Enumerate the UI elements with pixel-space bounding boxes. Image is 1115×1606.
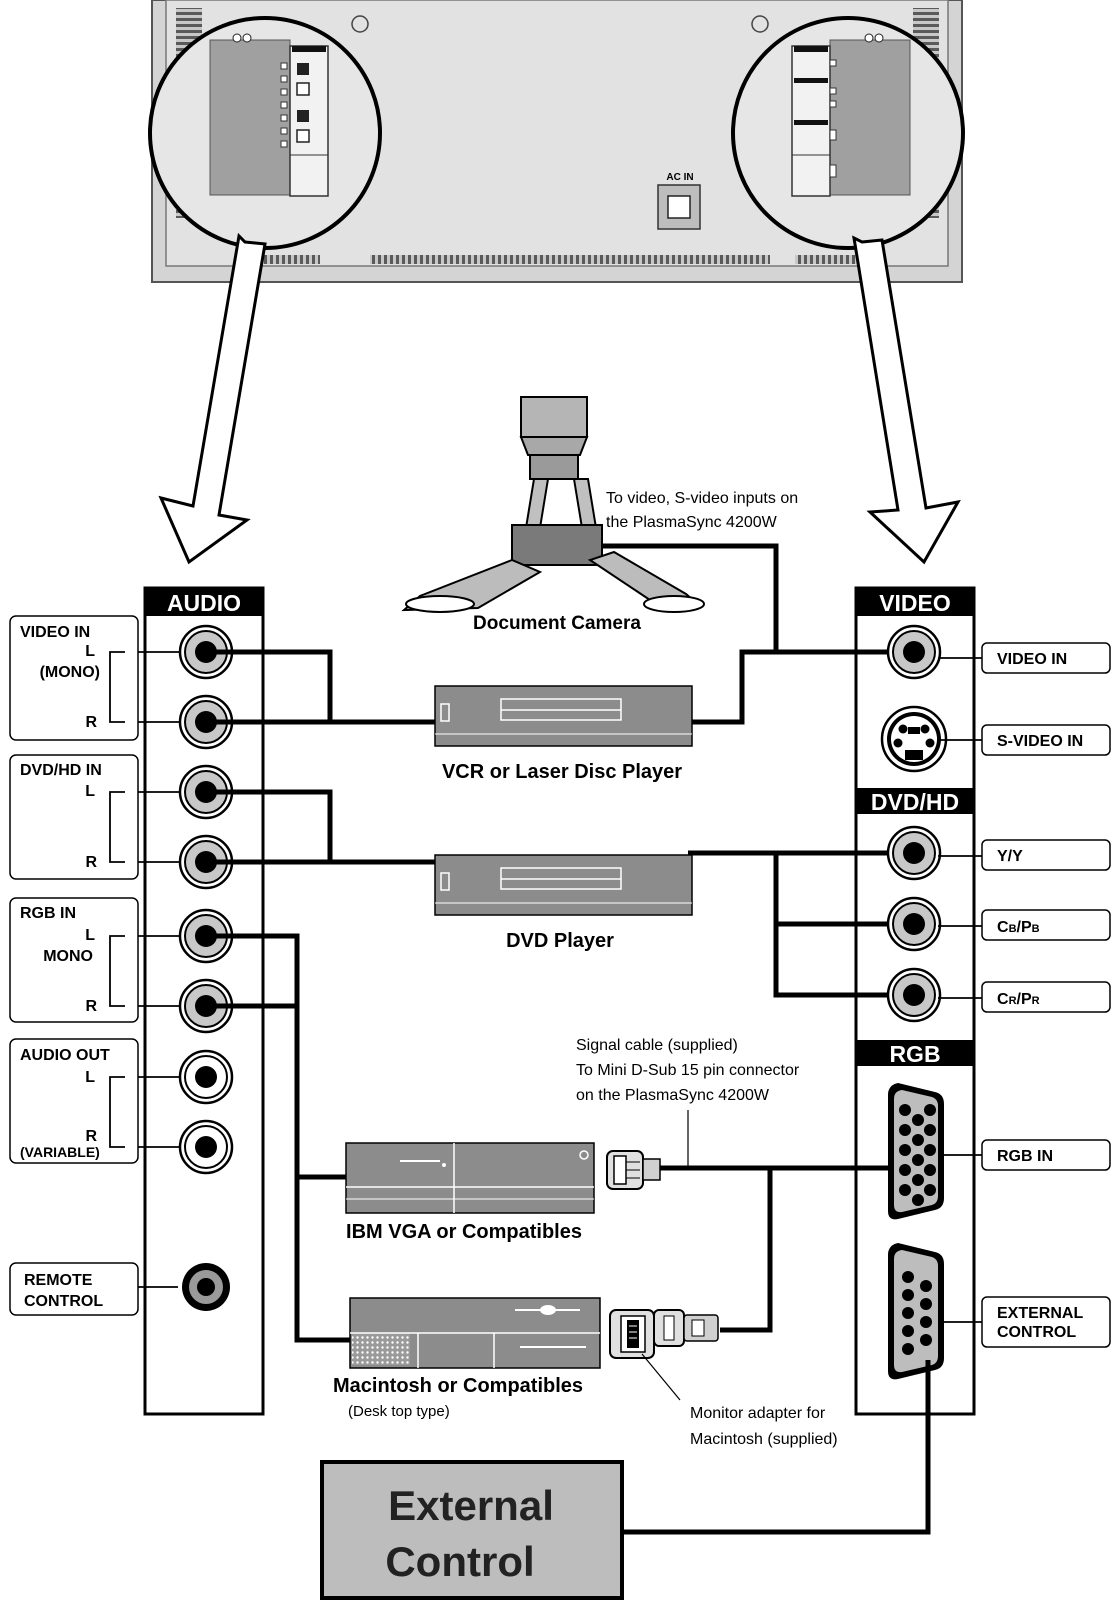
audio-label-audio-out: AUDIO OUT L R (VARIABLE) (9, 1038, 139, 1164)
cable-video-audio-l (206, 649, 333, 722)
dvd-hd-in-title: DVD/HD IN (20, 762, 102, 779)
audio-out-r: R (85, 1128, 97, 1145)
video-in-r: R (85, 714, 97, 731)
audio-label-video-in: VIDEO IN L (MONO) R (9, 615, 139, 741)
jack-s-video-in (880, 705, 948, 773)
left-zoom-circle (148, 16, 382, 250)
vcr-label: VCR or Laser Disc Player (442, 761, 682, 783)
jack-y (886, 825, 942, 881)
cable-mac-signal (720, 1168, 773, 1333)
document-camera-label: Document Camera (473, 613, 641, 634)
dvd-player-device: DVD Player (434, 854, 693, 952)
signal-note-2: To Mini D-Sub 15 pin connector (576, 1062, 800, 1079)
cable-dvd-audio-l (206, 789, 333, 862)
dvd-hd-header: DVD/HD (871, 789, 959, 815)
ibm-label: IBM VGA or Compatibles (346, 1221, 582, 1243)
external-control-box: External Control (320, 1460, 624, 1600)
jack-cr-pr (886, 967, 942, 1023)
jack-audio-out-r (178, 1119, 234, 1175)
ac-in-label: AC IN (666, 172, 693, 183)
external-control-title-2: Control (385, 1538, 534, 1585)
signal-note-1: Signal cable (supplied) (576, 1037, 738, 1054)
external-control-label-2: CONTROL (997, 1324, 1076, 1341)
vga-cable-plug (606, 1150, 661, 1190)
mac-sub-label: (Desk top type) (348, 1403, 450, 1420)
cable-rgb-audio-l (206, 933, 350, 1343)
macintosh-device: Macintosh or Compatibles (Desk top type) (333, 1297, 601, 1420)
audio-out-variable: (VARIABLE) (20, 1144, 100, 1160)
rgb-in-title: RGB IN (20, 905, 76, 922)
rgb-in-label: RGB IN (997, 1148, 1053, 1165)
external-control-label-1: EXTERNAL (997, 1305, 1083, 1322)
video-in-label: VIDEO IN (997, 651, 1067, 668)
right-zoom-circle (731, 16, 965, 250)
camera-note-1: To video, S-video inputs on (606, 490, 798, 507)
dvd-hd-in-l: L (85, 783, 95, 800)
external-control-title-1: External (388, 1482, 554, 1529)
video-in-mono: (MONO) (40, 664, 100, 681)
remote-label-1: REMOTE (24, 1272, 93, 1289)
rgb-in-mono: MONO (43, 948, 93, 965)
cable-dvd-cr (773, 924, 888, 998)
audio-label-dvd-hd-in: DVD/HD IN L R (9, 754, 139, 880)
audio-header: AUDIO (167, 590, 241, 616)
right-arrow (852, 235, 961, 565)
s-video-in-label: S-VIDEO IN (997, 733, 1083, 750)
bottom-vent (370, 255, 770, 264)
rgb-header: RGB (889, 1041, 940, 1067)
video-in-l: L (85, 643, 95, 660)
camera-note-2: the PlasmaSync 4200W (606, 514, 778, 531)
audio-out-title: AUDIO OUT (20, 1047, 110, 1064)
dvd-hd-in-r: R (85, 854, 97, 871)
audio-label-rgb-in: RGB IN L MONO R (9, 897, 139, 1023)
jack-video-in (886, 624, 942, 680)
signal-note-3: on the PlasmaSync 4200W (576, 1087, 770, 1104)
audio-label-remote-control: REMOTE CONTROL (9, 1262, 178, 1316)
video-header: VIDEO (879, 590, 951, 616)
dvd-player-label: DVD Player (506, 930, 614, 952)
rgb-in-l: L (85, 927, 95, 944)
jack-remote-control (182, 1263, 230, 1311)
external-control-connector (888, 1243, 944, 1380)
rgb-in-r: R (85, 998, 97, 1015)
cb-pb-label: CB/PB (997, 919, 1040, 936)
mac-label: Macintosh or Compatibles (333, 1375, 583, 1397)
cr-pr-label: CR/PR (997, 991, 1040, 1008)
video-in-title: VIDEO IN (20, 624, 90, 641)
ibm-pc-device: IBM VGA or Compatibles (345, 1142, 595, 1243)
video-labels: VIDEO IN S-VIDEO IN Y/Y CB/PB CR/PR RGB … (938, 642, 1111, 1348)
adapter-note-2: Macintosh (supplied) (690, 1431, 838, 1448)
mac-monitor-adapter (609, 1309, 719, 1359)
rgb-in-connector (888, 1083, 944, 1220)
cables (206, 543, 931, 1535)
cable-external-control (624, 1360, 931, 1535)
audio-out-l: L (85, 1069, 95, 1086)
document-camera: Document Camera To video, S-video inputs… (401, 396, 798, 634)
cable-camera-video (598, 543, 779, 652)
y-label: Y/Y (997, 848, 1023, 865)
jack-cb-pb (886, 896, 942, 952)
video-connectors (880, 624, 948, 1380)
adapter-note-1: Monitor adapter for (690, 1405, 826, 1422)
vcr-device: VCR or Laser Disc Player (434, 685, 693, 783)
remote-label-2: CONTROL (24, 1293, 103, 1310)
jack-audio-out-l (178, 1049, 234, 1105)
cable-vcr-video (692, 649, 888, 725)
left-arrow (158, 232, 267, 565)
